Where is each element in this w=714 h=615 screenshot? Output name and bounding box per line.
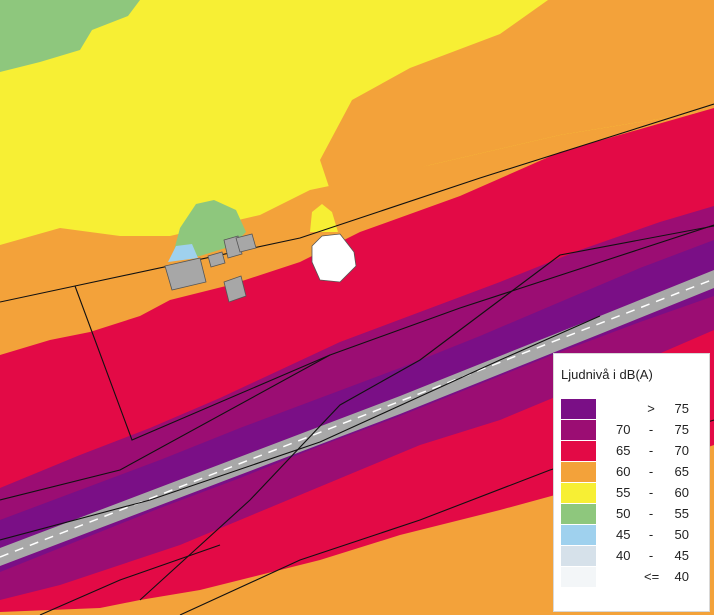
zone-50-55-topleft (0, 0, 140, 72)
legend-separator: > (647, 401, 655, 416)
legend-separator: - (648, 422, 654, 437)
building-white (311, 233, 357, 283)
legend-high: 75 (674, 401, 689, 416)
legend-separator: - (648, 464, 654, 479)
legend-swatch (561, 525, 596, 545)
legend-high: 75 (674, 422, 689, 437)
legend-high: 40 (674, 569, 689, 584)
legend-row: 55 - 60 (561, 482, 707, 503)
zone-45-50-pocket (168, 244, 198, 262)
legend-swatch (561, 462, 596, 482)
building-small-4 (223, 275, 247, 303)
legend-separator: - (648, 527, 654, 542)
legend-swatch (561, 483, 596, 503)
legend-low: 50 (616, 506, 631, 521)
legend-high: 45 (674, 548, 689, 563)
legend-high: 50 (674, 527, 689, 542)
legend-swatch (561, 567, 596, 587)
legend-panel: Ljudnivå i dB(A) > 75 70 - 75 65 - 70 60… (553, 353, 710, 612)
legend-row: 65 - 70 (561, 440, 707, 461)
legend-swatch (561, 441, 596, 461)
legend-high: 60 (674, 485, 689, 500)
building-small-1 (207, 251, 226, 268)
building-small-3 (235, 233, 257, 253)
legend-separator: - (648, 443, 654, 458)
legend-swatch (561, 420, 596, 440)
legend-row: 40 - 45 (561, 545, 707, 566)
legend-low: 70 (616, 422, 631, 437)
legend-separator: - (648, 548, 654, 563)
legend-separator: - (648, 485, 654, 500)
legend-low: 65 (616, 443, 631, 458)
legend-title: Ljudnivå i dB(A) (561, 367, 653, 382)
legend-row: 70 - 75 (561, 419, 707, 440)
legend-swatch (561, 504, 596, 524)
legend-low: 55 (616, 485, 631, 500)
legend-swatch (561, 546, 596, 566)
legend-high: 65 (674, 464, 689, 479)
legend-row: 45 - 50 (561, 524, 707, 545)
legend-row: > 75 (561, 398, 707, 419)
legend-low: 45 (616, 527, 631, 542)
building-main-grey (164, 257, 207, 291)
legend-row: <= 40 (561, 566, 707, 587)
legend-separator: <= (644, 569, 660, 584)
buildings (164, 233, 357, 303)
legend-high: 70 (674, 443, 689, 458)
legend-low: 40 (616, 548, 631, 563)
legend-swatch (561, 399, 596, 419)
legend-row: 60 - 65 (561, 461, 707, 482)
legend-row: 50 - 55 (561, 503, 707, 524)
legend-separator: - (648, 506, 654, 521)
legend-low: 60 (616, 464, 631, 479)
legend-high: 55 (674, 506, 689, 521)
zone-60-65-upper (320, 0, 714, 190)
zone-55-60-pocket (310, 204, 338, 232)
